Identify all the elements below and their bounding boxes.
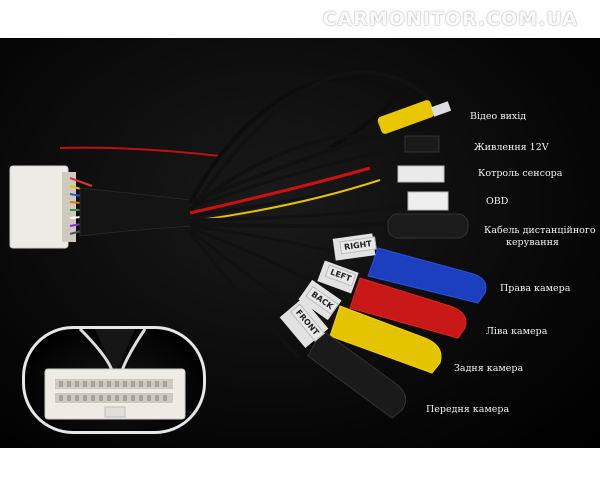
remote-cable-plug	[387, 213, 469, 239]
label-left-camera: Ліва камера	[486, 326, 548, 337]
label-video-out: Відео вихід	[470, 111, 527, 122]
label-rear-camera: Задня камера	[454, 363, 524, 374]
label-power-12v: Живлення 12V	[474, 142, 549, 153]
watermark: CARMONITOR.COM.UA	[322, 8, 578, 30]
left-camera-plug	[349, 277, 467, 339]
label-sensor-control: Котроль сенсора	[478, 168, 563, 179]
label-remote-cable-2: керування	[506, 237, 559, 248]
label-front-camera: Передня камера	[426, 404, 510, 415]
connector-zoom-illustration	[44, 329, 186, 420]
braided-sleeve	[79, 187, 193, 237]
right-camera-plug	[367, 247, 487, 304]
product-photo: RIGHT LEFT BACK FRONT	[0, 38, 600, 448]
label-right-camera: Права камера	[500, 283, 571, 294]
obd-connector	[407, 191, 449, 211]
power-connector	[404, 135, 440, 153]
label-remote-cable-1: Кабель дистанційного	[484, 225, 596, 236]
main-connector	[9, 165, 69, 249]
harness-illustration	[9, 70, 487, 419]
sensor-connector	[397, 165, 445, 183]
connector-zoom-inset	[22, 326, 206, 434]
rear-camera-plug	[329, 305, 442, 374]
front-camera-plug	[307, 329, 407, 419]
rca-video-out	[377, 100, 435, 134]
label-obd: OBD	[486, 196, 509, 207]
